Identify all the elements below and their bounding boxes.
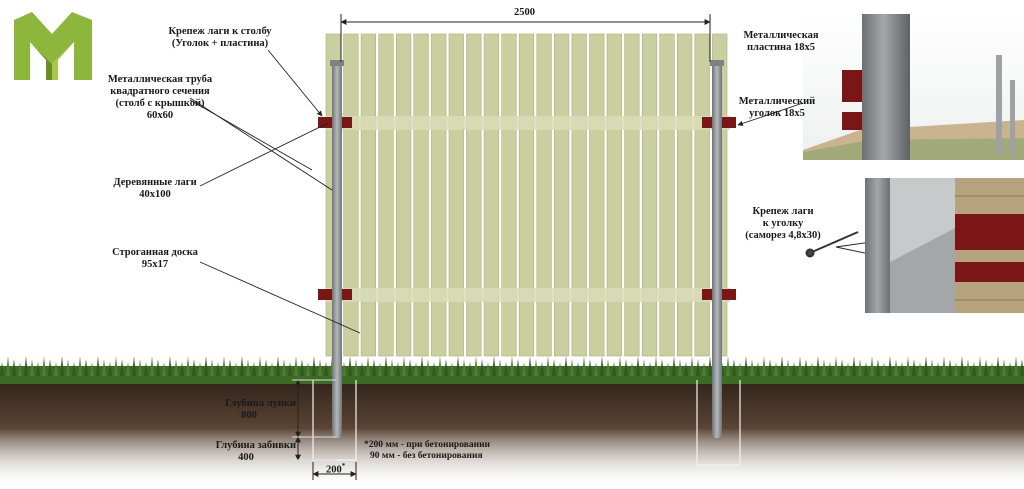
- label-line: Крепеж лаги к столбу: [168, 26, 272, 37]
- fence-board: [659, 33, 675, 357]
- fence-board: [518, 33, 535, 357]
- label-line: Глубина лунки: [224, 398, 296, 409]
- fence-board: [553, 33, 570, 357]
- fence-board: [483, 33, 500, 357]
- fence-board: [395, 33, 412, 357]
- fence-board: [624, 33, 640, 357]
- label-line: к уголку: [762, 218, 804, 229]
- label-metal-plate: Металлическая пластина 18х5: [726, 30, 836, 54]
- label-post-mount: Крепеж лаги к столбу (Уголок + пластина): [150, 26, 290, 50]
- label-wooden-rails: Деревянные лаги 40х100: [95, 177, 215, 201]
- label-line: квадратного сечения: [110, 86, 210, 97]
- logo-icon: [14, 12, 92, 80]
- label-line: пластина 18х5: [747, 42, 815, 53]
- label-line: Металлический: [738, 96, 816, 107]
- fence-board: [589, 33, 605, 357]
- fence-board: [448, 33, 464, 357]
- fence-board: [378, 33, 394, 357]
- ground: [0, 356, 1024, 489]
- label-drive-depth: Глубина забивки 400: [196, 440, 296, 464]
- rail-brackets: [318, 117, 736, 300]
- fence-board: [413, 33, 429, 357]
- label-board: Строганная доска 95х17: [95, 247, 215, 271]
- label-line: (столб с крышкой): [115, 98, 205, 109]
- note-line: 90 мм - без бетонирования: [370, 451, 483, 461]
- label-line: Строганная доска: [112, 247, 198, 258]
- label-line: 95х17: [141, 259, 169, 270]
- fence-board: [466, 33, 482, 357]
- label-line: Крепеж лаги: [752, 206, 814, 217]
- fence-board: [676, 33, 693, 357]
- span-dimension: [340, 14, 711, 62]
- fence-board: [694, 33, 710, 357]
- label-line: уголок 18х5: [749, 108, 805, 119]
- span-value: 2500: [514, 7, 535, 18]
- note-line: *200 мм - при бетонировании: [364, 440, 491, 450]
- fence-boards: [325, 33, 728, 357]
- screw-icon: [805, 231, 859, 258]
- label-line: 400: [238, 452, 254, 463]
- detail-inset-bracket: [803, 14, 1024, 160]
- hole-width-mark: *: [341, 462, 346, 470]
- fence-board: [343, 33, 359, 357]
- fence-board: [501, 33, 517, 357]
- metal-posts: [330, 60, 724, 438]
- label-line: 800: [241, 410, 257, 421]
- label-metal-angle: Металлический уголок 18х5: [722, 96, 832, 120]
- fence-board: [606, 33, 622, 357]
- hole-width-number: 200: [326, 464, 342, 476]
- fence-board: [641, 33, 658, 357]
- label-rail-to-angle: Крепеж лаги к уголку (саморез 4,8х30): [728, 206, 838, 242]
- fence-board: [360, 33, 377, 357]
- label-line: Деревянные лаги: [113, 177, 197, 188]
- label-metal-pipe: Металлическая труба квадратного сечения …: [90, 74, 230, 122]
- label-line: 60х60: [146, 110, 174, 121]
- fence-board: [536, 33, 552, 357]
- label-line: 40х100: [139, 189, 171, 200]
- label-line: Металлическая: [743, 30, 819, 41]
- fence-board: [571, 33, 587, 357]
- hole-width-value: 200*: [326, 462, 345, 476]
- detail-inset-screw: [865, 178, 1024, 313]
- label-line: Глубина забивки: [215, 440, 296, 451]
- hole-note: *200 мм - при бетонировании 90 мм - без …: [364, 440, 490, 462]
- label-line: (Уголок + пластина): [171, 38, 269, 49]
- label-hole-depth: Глубина лунки 800: [202, 398, 296, 422]
- depth-dimensions: [292, 379, 357, 480]
- fence-board: [431, 33, 447, 357]
- label-line: (саморез 4,8х30): [745, 230, 821, 241]
- label-line: Металлическая труба: [107, 74, 213, 85]
- wooden-rails: [326, 116, 730, 302]
